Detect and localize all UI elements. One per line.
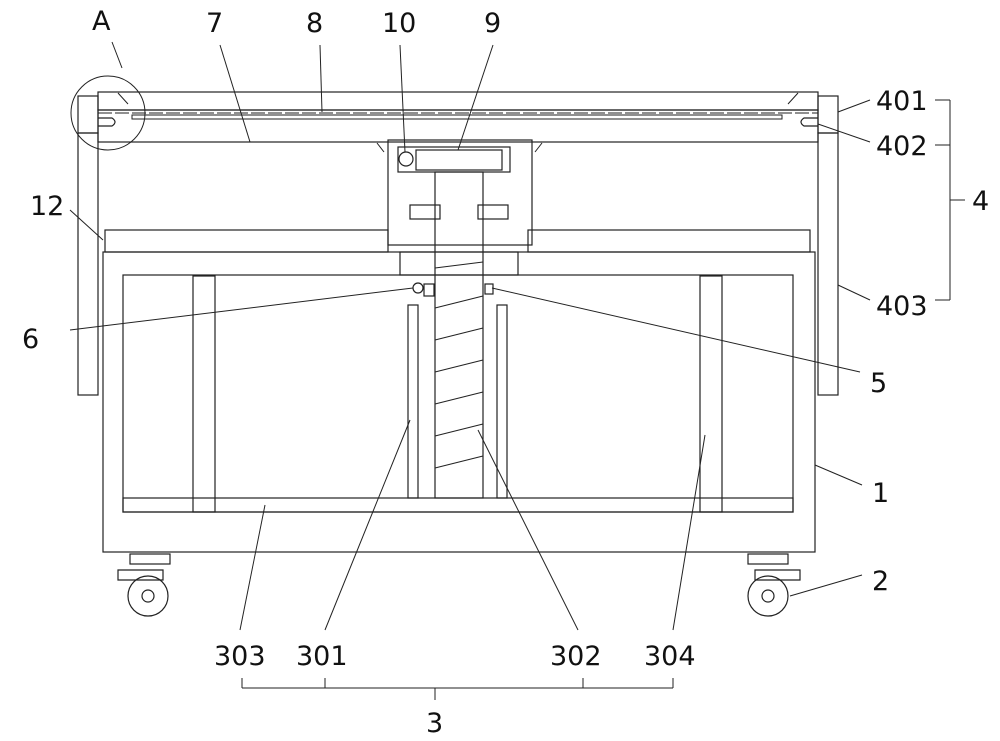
wheel-left xyxy=(117,553,171,617)
wheel-right xyxy=(747,553,801,617)
label-5: 5 xyxy=(870,368,887,399)
label-10: 10 xyxy=(382,8,416,39)
label-1: 1 xyxy=(872,478,889,509)
label-7: 7 xyxy=(206,8,223,39)
tray-right xyxy=(527,229,811,253)
label-A: A xyxy=(92,6,111,37)
label-4: 4 xyxy=(972,186,989,217)
label-401: 401 xyxy=(876,86,928,117)
label-301: 301 xyxy=(296,641,348,672)
outer-wall-right xyxy=(817,132,839,396)
label-402: 402 xyxy=(876,131,928,162)
label-6: 6 xyxy=(22,324,39,355)
outer-wall-left xyxy=(77,132,99,396)
screw-shaft xyxy=(412,171,494,499)
label-302: 302 xyxy=(550,641,602,672)
center-block xyxy=(376,139,543,246)
leader-lines xyxy=(69,41,965,700)
tray-left xyxy=(104,229,389,253)
label-3: 3 xyxy=(426,708,443,739)
label-8: 8 xyxy=(306,8,323,39)
label-403: 403 xyxy=(876,291,928,322)
label-304: 304 xyxy=(644,641,696,672)
label-303: 303 xyxy=(214,641,266,672)
label-9: 9 xyxy=(484,8,501,39)
main-box xyxy=(102,251,816,553)
label-12: 12 xyxy=(30,191,64,222)
label-2: 2 xyxy=(872,566,889,597)
lid-assembly xyxy=(70,75,839,151)
